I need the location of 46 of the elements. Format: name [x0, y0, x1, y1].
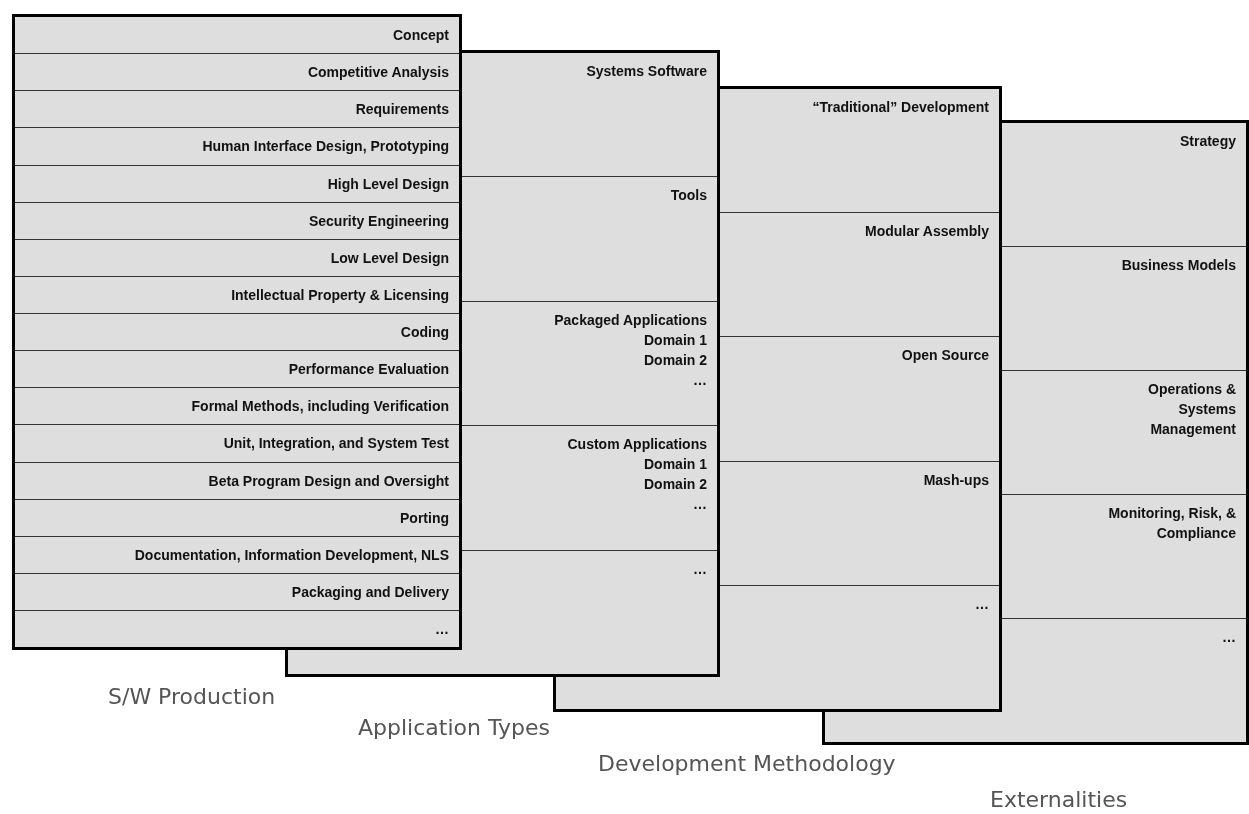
row-heading: Tools — [670, 186, 707, 206]
row-item: … — [693, 370, 707, 390]
row-heading: Intellectual Property & Licensing — [231, 285, 449, 305]
row-heading: Security Engineering — [308, 211, 449, 231]
row-heading: … — [1222, 628, 1236, 647]
row-heading: … — [693, 559, 707, 579]
row-heading: Documentation, Information Development, NLS — [134, 545, 449, 565]
row-heading: Human Interface Design, Prototyping — [202, 137, 449, 157]
row-heading: Packaged Applications — [554, 310, 707, 330]
row-item: … — [693, 495, 707, 515]
row-heading: Operations & Systems Management — [1147, 380, 1236, 439]
row-heading: Business Models — [1121, 256, 1236, 275]
row-heading: Coding — [400, 323, 449, 343]
row-item: Domain 2 — [644, 350, 707, 370]
row-heading: Custom Applications — [567, 435, 707, 455]
row-heading: Modular Assembly — [865, 222, 989, 242]
panel-card — [12, 14, 462, 650]
row-heading: … — [975, 594, 989, 614]
row-item: Domain 2 — [644, 475, 707, 495]
row-heading: Systems Software — [586, 62, 707, 81]
row-heading: Mash-ups — [923, 470, 989, 490]
row-heading: Beta Program Design and Oversight — [208, 471, 449, 491]
row-heading: Unit, Integration, and System Test — [223, 434, 449, 454]
panel-title: Application Types — [358, 714, 550, 742]
row-heading: Low Level Design — [330, 248, 449, 268]
row-heading: Concept — [393, 26, 449, 46]
row-heading: Formal Methods, including Verification — [191, 397, 449, 417]
panel-title: S/W Production — [108, 683, 276, 711]
panel-title: Development Methodology — [598, 750, 896, 778]
row-heading: “Traditional” Development — [812, 98, 989, 117]
row-item: Domain 1 — [644, 455, 707, 475]
row-heading: Performance Evaluation — [288, 360, 449, 380]
row-heading: Porting — [400, 508, 449, 528]
panel-card — [462, 50, 720, 677]
row-item: Domain 1 — [644, 330, 707, 350]
row-heading: Competitive Analysis — [307, 63, 449, 83]
row-heading: … — [435, 620, 449, 640]
panel-card — [1002, 120, 1249, 745]
row-heading: Open Source — [901, 346, 989, 366]
row-heading: High Level Design — [327, 174, 449, 194]
row-heading: Strategy — [1179, 132, 1236, 151]
row-heading: Packaging and Delivery — [291, 582, 449, 602]
panel-title: Externalities — [990, 786, 1128, 814]
row-heading: Requirements — [355, 100, 449, 120]
panel-card — [720, 86, 1002, 712]
row-heading: Monitoring, Risk, & Compliance — [1107, 504, 1236, 543]
